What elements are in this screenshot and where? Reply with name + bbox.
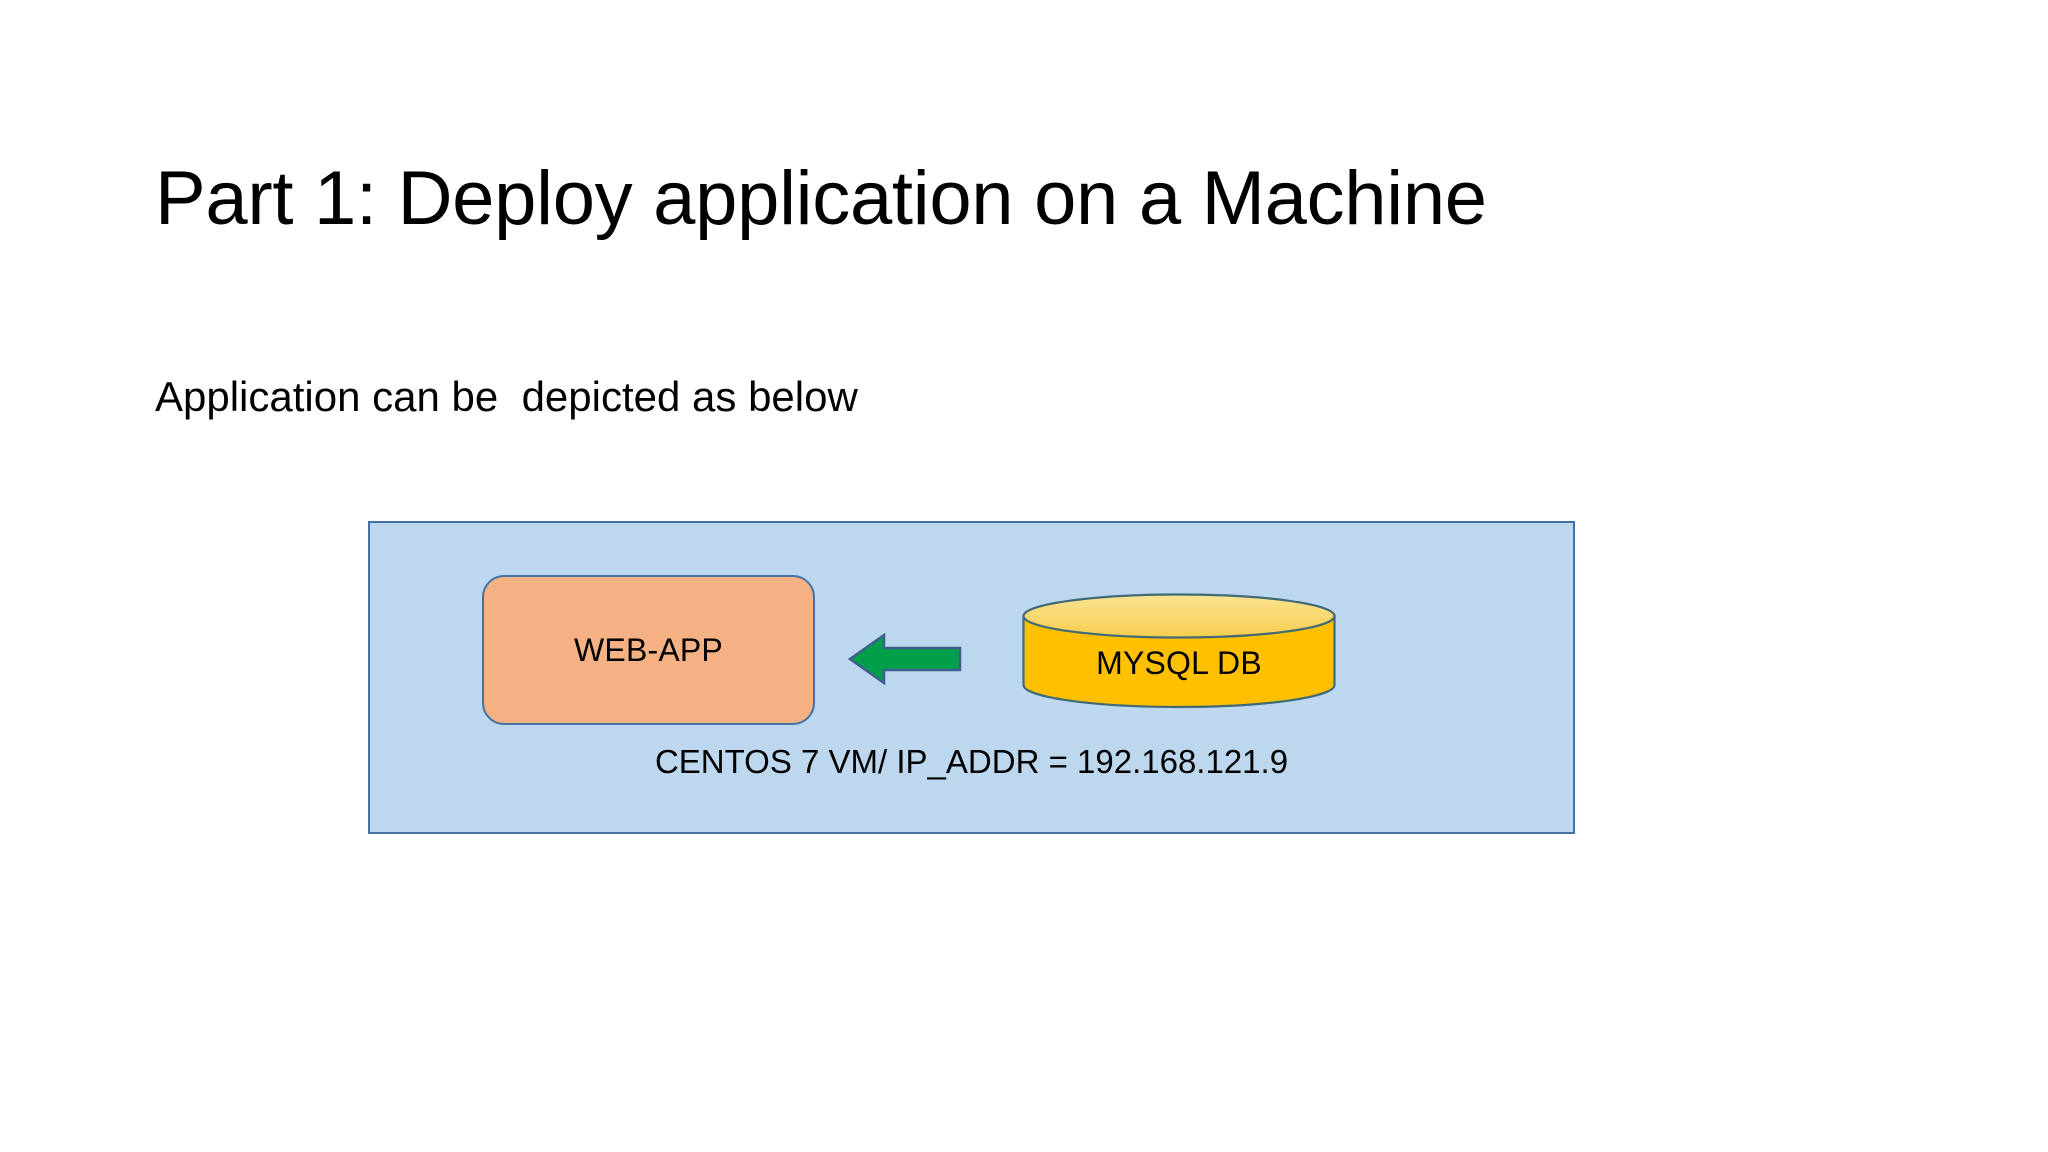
architecture-diagram: WEB-APP MYSQL DB CENTOS 7 VM/ IP_ADDR = … — [368, 521, 1575, 834]
data-flow-arrow-icon — [847, 632, 962, 686]
slide-subtitle: Application can be depicted as below — [155, 373, 858, 420]
mysql-database-node: MYSQL DB — [1022, 593, 1336, 709]
page-title: Part 1: Deploy application on a Machine — [155, 155, 1487, 241]
webapp-node: WEB-APP — [482, 575, 815, 725]
webapp-label: WEB-APP — [574, 631, 723, 668]
vm-caption: CENTOS 7 VM/ IP_ADDR = 192.168.121.9 — [654, 743, 1289, 780]
